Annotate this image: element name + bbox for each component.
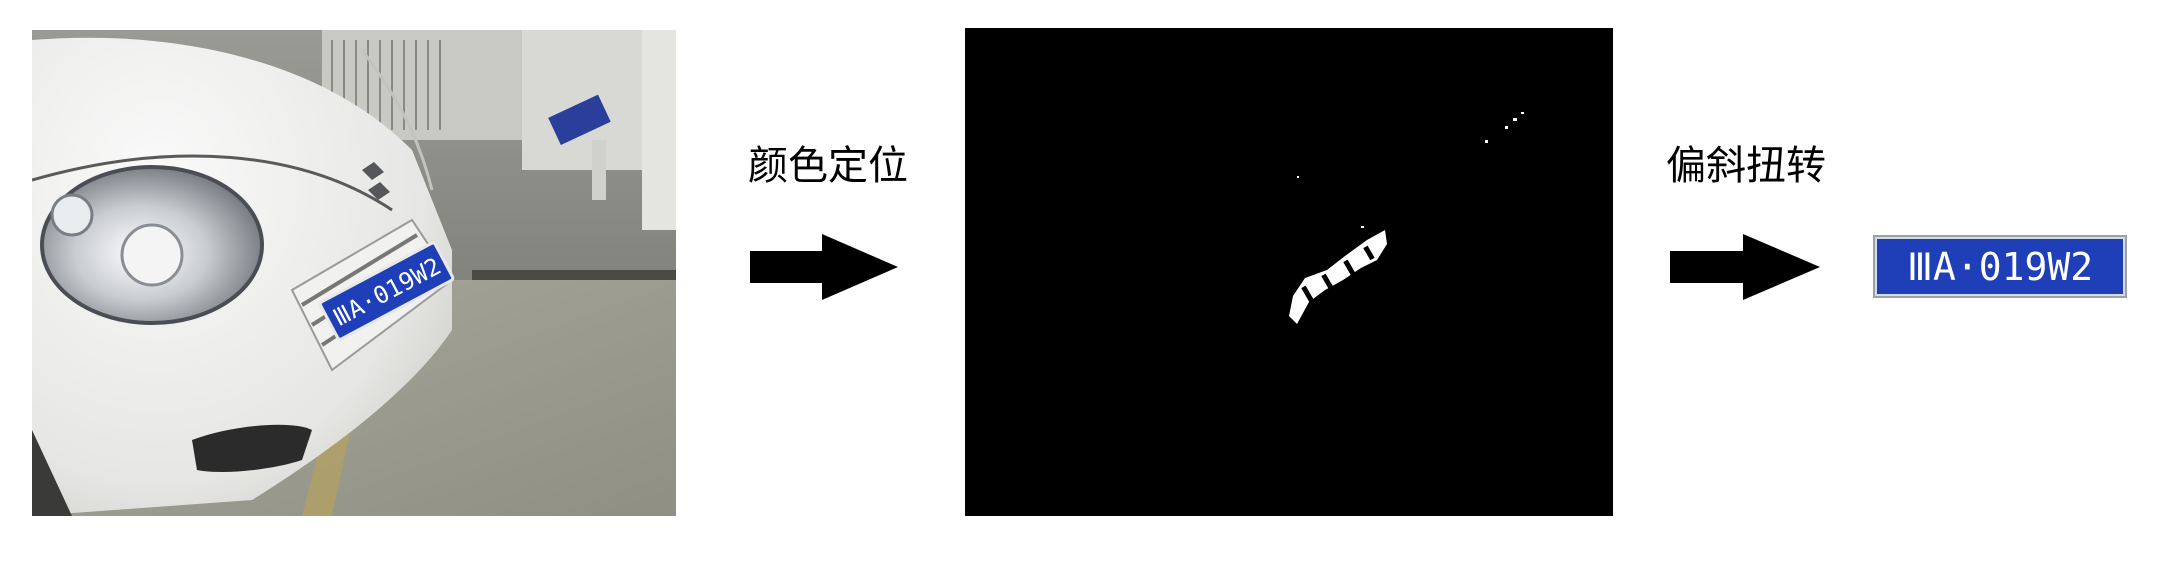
right-arrow-icon xyxy=(1670,234,1820,300)
step-label-color-locate: 颜色定位 xyxy=(748,143,908,189)
car-photo: ⅢA·019W2 xyxy=(32,30,676,516)
plate-text: ⅢA·019W2 xyxy=(1907,245,2093,289)
step-label-skew-correct: 偏斜扭转 xyxy=(1666,143,1826,189)
corrected-plate-image: ⅢA·019W2 xyxy=(1873,235,2127,298)
color-mask-image xyxy=(965,28,1613,516)
right-arrow-icon xyxy=(750,234,898,300)
